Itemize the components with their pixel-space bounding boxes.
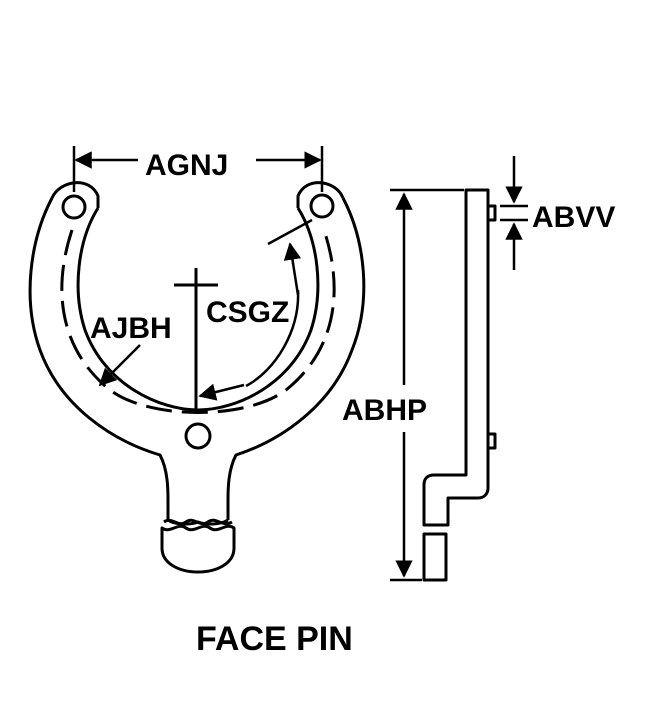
dimension-csgz	[198, 218, 313, 401]
outer-outline-right	[226, 197, 366, 520]
dimension-ajbh	[98, 344, 141, 387]
bottom-hole	[184, 422, 212, 450]
side-foot	[422, 532, 448, 582]
front-view	[28, 181, 366, 574]
label-abhp: ABHP	[342, 394, 427, 427]
handle-grip	[160, 524, 236, 574]
pitch-arc	[60, 229, 336, 414]
inner-outline	[76, 207, 320, 412]
left-hole	[61, 194, 87, 220]
left-arm-cap	[50, 181, 100, 208]
handle-knurl-line	[163, 518, 233, 526]
right-hole	[309, 193, 335, 219]
dimension-abvv	[500, 156, 528, 270]
side-bar	[422, 188, 490, 527]
diagram-title: FACE PIN	[196, 620, 353, 658]
lower-stud	[486, 432, 497, 450]
side-view	[422, 188, 497, 582]
right-arm-cap	[296, 181, 345, 208]
top-stud	[486, 204, 497, 222]
dimension-agnj	[72, 146, 324, 192]
label-abvv: ABVV	[532, 201, 615, 234]
label-ajbh: AJBH	[90, 312, 172, 345]
label-agnj: AGNJ	[145, 149, 228, 182]
outer-outline	[28, 197, 170, 520]
label-csgz: CSGZ	[206, 296, 289, 329]
dimension-abhp	[390, 188, 464, 582]
